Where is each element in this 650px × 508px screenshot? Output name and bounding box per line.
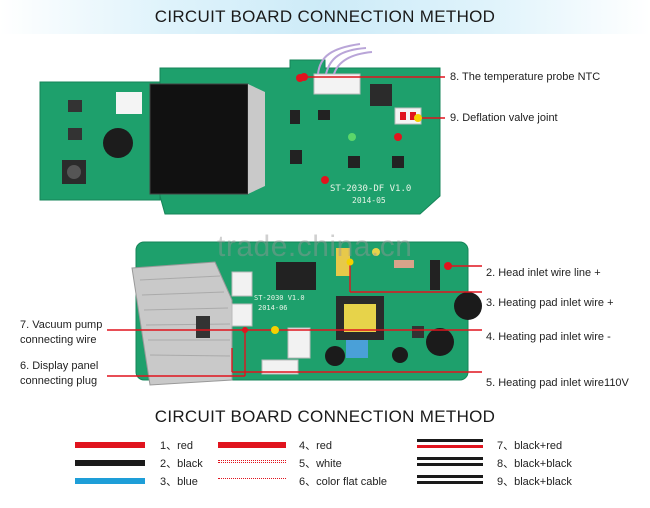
page-title: CIRCUIT BOARD CONNECTION METHOD: [154, 7, 496, 26]
callout-6-line2: connecting plug: [20, 375, 98, 387]
legend-swatch-3: [75, 478, 145, 484]
legend-swatch-5: [218, 460, 286, 463]
legend-swatch-8b: [417, 463, 483, 466]
legend-title: CIRCUIT BOARD CONNECTION METHOD: [154, 407, 496, 426]
callout-6: 6. Display panel connecting plug: [20, 359, 98, 389]
callout-4: 4. Heating pad inlet wire -: [486, 331, 611, 343]
legend-swatch-1: [75, 442, 145, 448]
callout-9: 9. Deflation valve joint: [450, 112, 558, 124]
legend-label-2: 2、black: [160, 458, 203, 470]
callout-7-line1: 7. Vacuum pump: [20, 319, 103, 331]
callout-3: 3. Heating pad inlet wire +: [486, 297, 614, 309]
legend-label-6: 6、color flat cable: [299, 476, 388, 488]
callout-7-line2: connecting wire: [20, 334, 97, 346]
callout-6-line1: 6. Display panel: [20, 360, 99, 372]
callout-2: 2. Head inlet wire line +: [486, 267, 601, 279]
legend-label-3: 3、blue: [160, 476, 198, 488]
bottom-board-model: ST-2030 V1.0: [254, 294, 305, 302]
bottom-board-date: 2014-06: [258, 304, 288, 312]
legend-label-7: 7、black+red: [497, 440, 563, 452]
callout-7: 7. Vacuum pump connecting wire: [20, 318, 102, 348]
legend-label-4: 4、red: [299, 440, 333, 452]
legend-swatch-7b: [417, 445, 483, 448]
legend-swatch-7a: [417, 439, 483, 442]
top-board: [39, 43, 441, 215]
header-band: [0, 0, 650, 34]
bottom-board: [131, 241, 482, 386]
legend-label-8: 8、black+black: [497, 458, 572, 470]
legend-swatch-9b: [417, 481, 483, 484]
callout-dots: [242, 73, 452, 334]
top-board-model: ST-2030-DF V1.0: [330, 184, 411, 194]
legend-label-1: 1、red: [160, 440, 194, 452]
top-board-date: 2014-05: [352, 196, 386, 205]
watermark: trade.china.cn: [217, 230, 413, 263]
legend-swatch-8a: [417, 457, 483, 460]
legend-swatch-6: [218, 478, 286, 480]
callout-8: 8. The temperature probe NTC: [450, 71, 601, 83]
legend-label-5: 5、white: [299, 458, 342, 470]
legend-swatch-9a: [417, 475, 483, 478]
callout-5: 5. Heating pad inlet wire110V: [486, 377, 629, 389]
legend-label-9: 9、black+black: [497, 476, 572, 488]
legend-swatch-4: [218, 442, 286, 448]
legend-swatch-2: [75, 460, 145, 466]
